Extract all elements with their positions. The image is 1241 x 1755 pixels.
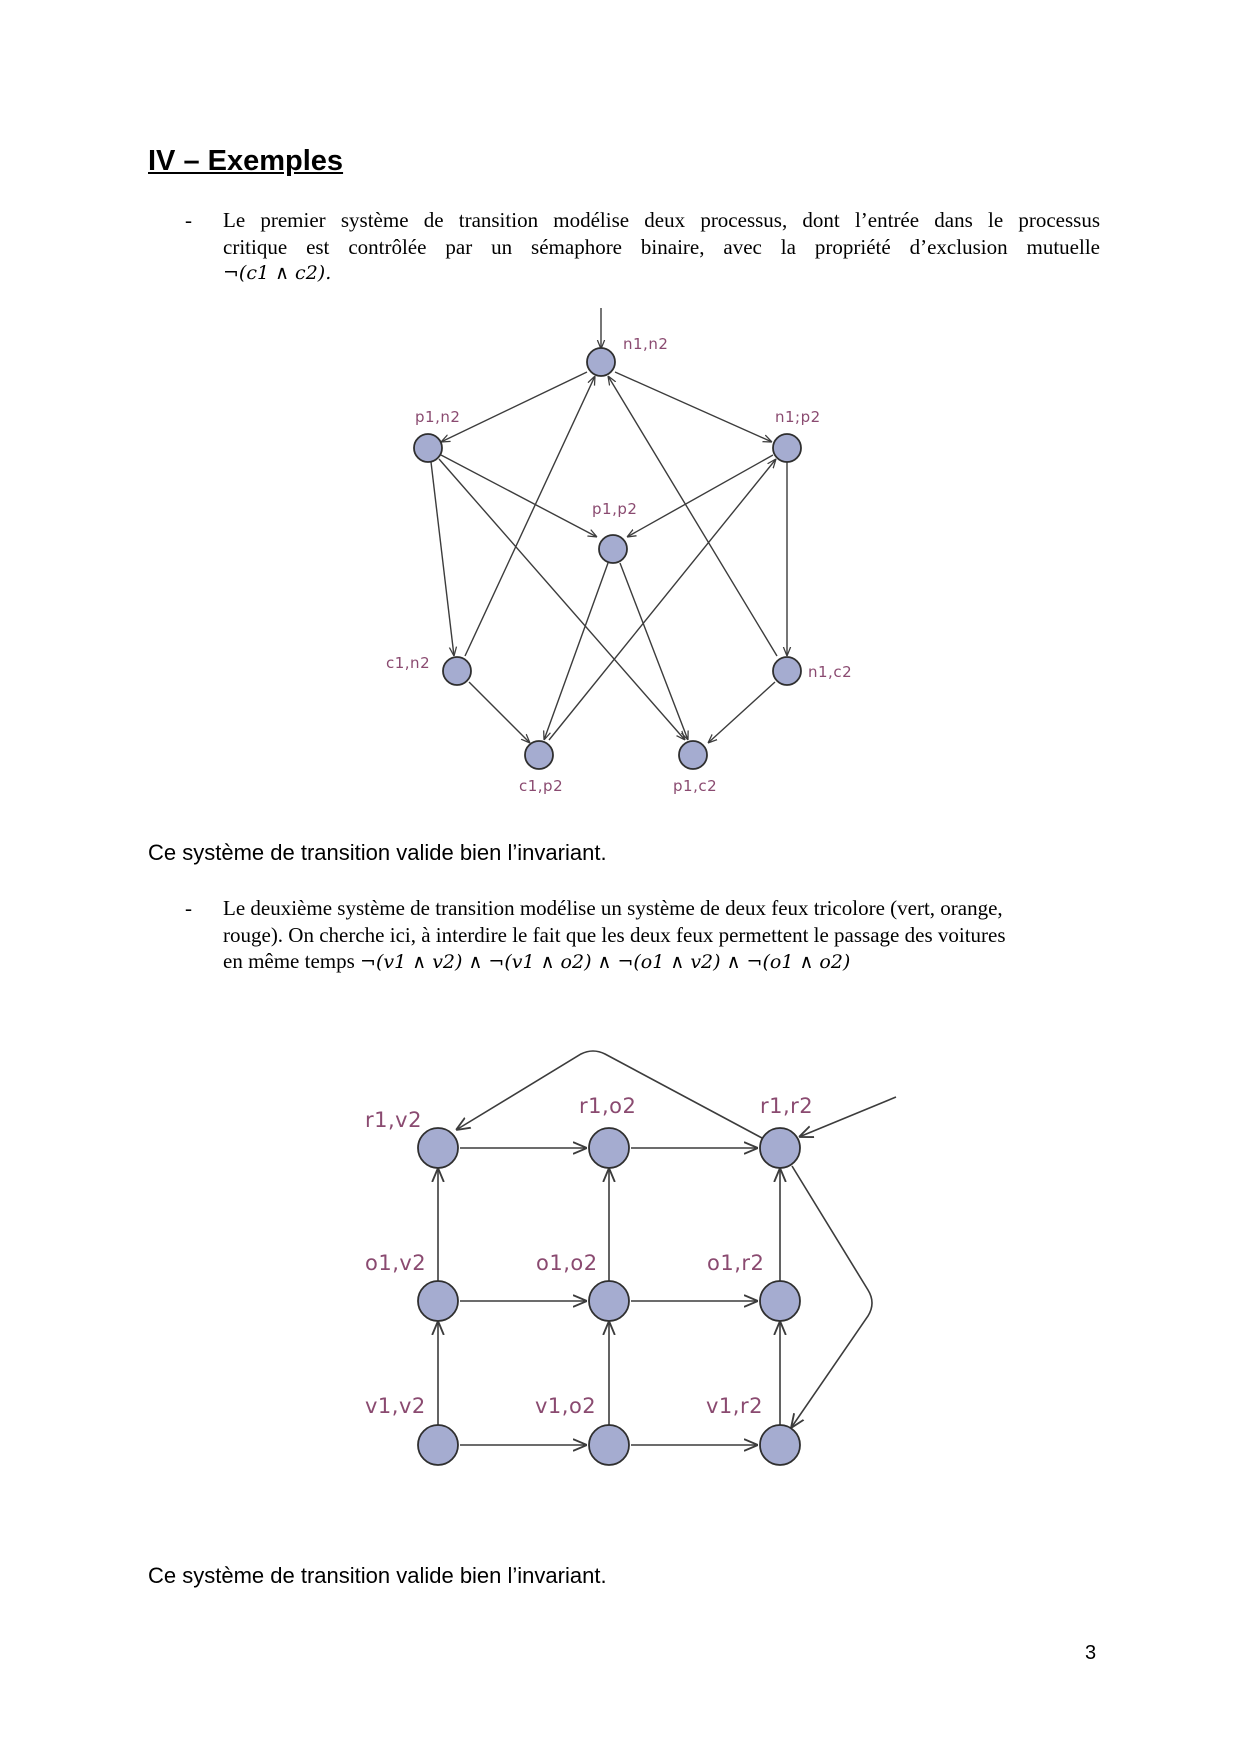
edge-p1p2-c1p2 [544, 562, 609, 740]
state-label-r1o2: r1,o2 [579, 1094, 636, 1118]
state-node-n1c2 [772, 656, 802, 686]
bullet-text: Le premier système de transition modélis… [223, 207, 1100, 287]
paragraph-invariant-2: Ce système de transition valide bien l’i… [148, 1563, 607, 1588]
bullet-item-2: - Le deuxième système de transition modé… [185, 895, 1085, 979]
state-label-n1c2: n1,c2 [808, 663, 852, 681]
bullet-line: en même temps ¬(v1 ∧ v2) ∧ ¬(v1 ∧ o2) ∧ … [223, 948, 1093, 976]
state-node-c1p2 [524, 740, 554, 770]
edge-p1n2-p1p2 [440, 454, 597, 537]
edge-p1n2-c1n2 [430, 461, 454, 656]
state-node-r1o2 [588, 1127, 630, 1169]
state-node-p1n2 [413, 433, 443, 463]
state-label-v1r2: v1,r2 [706, 1394, 763, 1418]
state-label-p1n2: p1,n2 [415, 408, 460, 426]
state-label-r1v2: r1,v2 [365, 1108, 422, 1132]
state-node-v1o2 [588, 1424, 630, 1466]
graph-1-edges [430, 308, 787, 743]
state-label-o1r2: o1,r2 [707, 1251, 764, 1275]
state-node-p1c2 [678, 740, 708, 770]
page-number: 3 [1085, 1642, 1097, 1664]
bullet-line: critique est contrôlée par un sémaphore … [223, 234, 1100, 259]
edge-p1p2-p1c2 [619, 562, 688, 740]
edge-p1n2-p1c2 [438, 458, 685, 740]
bullet-line: Le premier système de transition modélis… [223, 208, 1100, 232]
state-node-o1r2 [759, 1280, 801, 1322]
state-node-c1n2 [442, 656, 472, 686]
section-title: IV – Exemples [148, 145, 344, 177]
bullet-item-1: - Le premier système de transition modél… [185, 207, 1100, 291]
state-label-o1o2: o1,o2 [536, 1251, 598, 1275]
bullet-line-prefix: en même temps [223, 949, 355, 973]
bullet-text: Le deuxième système de transition modéli… [223, 895, 1093, 976]
bullet-dash: - [185, 208, 192, 232]
edge-c1p2-n1p2 [548, 459, 776, 741]
state-label-r1r2: r1,r2 [760, 1094, 813, 1118]
graph-1-labels: n1,n2 p1,n2 n1;p2 p1,p2 c1,n2 n1,c2 c1,p… [386, 335, 852, 795]
edge-r1r2-v1r2 [791, 1165, 873, 1428]
state-label-v1v2: v1,v2 [365, 1394, 426, 1418]
bullet-dash: - [185, 896, 192, 920]
state-label-v1o2: v1,o2 [535, 1394, 596, 1418]
graph-2-nodes [417, 1127, 801, 1466]
state-node-r1r2 [759, 1127, 801, 1169]
state-node-n1p2 [772, 433, 802, 463]
edge-n1c2-n1n2 [608, 376, 778, 657]
graph-1-nodes [413, 347, 802, 770]
edge-c1n2-n1n2 [464, 376, 595, 657]
state-node-o1v2 [417, 1280, 459, 1322]
state-node-v1r2 [759, 1424, 801, 1466]
bullet-line: rouge). On cherche ici, à interdire le f… [223, 922, 1006, 947]
bullet-line: Le deuxième système de transition modéli… [223, 896, 1003, 920]
edge-n1n2-n1p2 [614, 371, 772, 442]
state-node-r1v2 [417, 1127, 459, 1169]
bullet-formula: ¬(c1 ∧ c2). [223, 262, 332, 284]
graph-2-labels: r1,v2 r1,o2 r1,r2 o1,v2 o1,o2 o1,r2 v1,v… [365, 1094, 813, 1418]
state-node-p1p2 [598, 534, 628, 564]
state-label-o1v2: o1,v2 [365, 1251, 426, 1275]
bullet-formula: ¬(v1 ∧ v2) ∧ ¬(v1 ∧ o2) ∧ ¬(o1 ∧ v2) ∧ ¬… [360, 951, 851, 973]
state-label-n1p2: n1;p2 [775, 408, 821, 426]
state-label-n1n2: n1,n2 [623, 335, 668, 353]
state-node-v1v2 [417, 1424, 459, 1466]
state-node-n1n2 [586, 347, 616, 377]
state-label-p1c2: p1,c2 [673, 777, 717, 795]
edge-initial-r1r2 [799, 1096, 897, 1137]
edge-n1p2-p1p2 [627, 454, 774, 537]
edge-n1n2-p1n2 [441, 371, 588, 442]
state-label-c1n2: c1,n2 [386, 654, 430, 672]
state-label-p1p2: p1,p2 [592, 500, 637, 518]
paragraph-invariant-1: Ce système de transition valide bien l’i… [148, 840, 607, 865]
edge-c1n2-c1p2 [468, 681, 530, 743]
edge-n1c2-p1c2 [708, 681, 776, 743]
graph-2-edges [438, 1050, 897, 1445]
state-node-o1o2 [588, 1280, 630, 1322]
edge-r1r2-r1v2 [456, 1050, 763, 1139]
state-label-c1p2: c1,p2 [519, 777, 563, 795]
